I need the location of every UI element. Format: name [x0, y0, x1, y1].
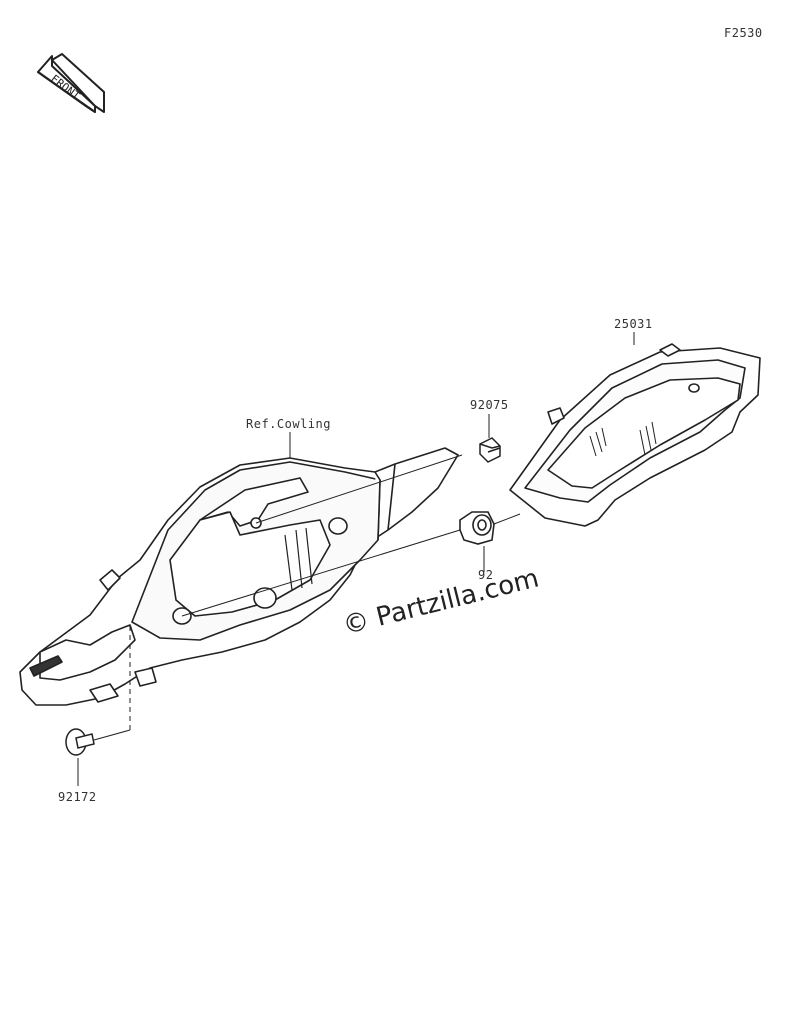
leader-lines: [77, 332, 635, 786]
screw-92075: [479, 437, 501, 463]
label-92075: 92075: [470, 398, 509, 412]
label-92: 92: [478, 568, 494, 582]
screw-92172: [65, 728, 95, 756]
figure-code: F2530: [724, 26, 763, 40]
label-92172: 92172: [58, 790, 97, 804]
label-25031: 25031: [614, 317, 653, 331]
meter-assembly: [509, 343, 761, 527]
cowling-bracket: [19, 447, 459, 706]
grommet: [459, 511, 495, 545]
front-arrow-icon: [37, 53, 105, 113]
label-ref-cowling: Ref.Cowling: [246, 417, 331, 431]
